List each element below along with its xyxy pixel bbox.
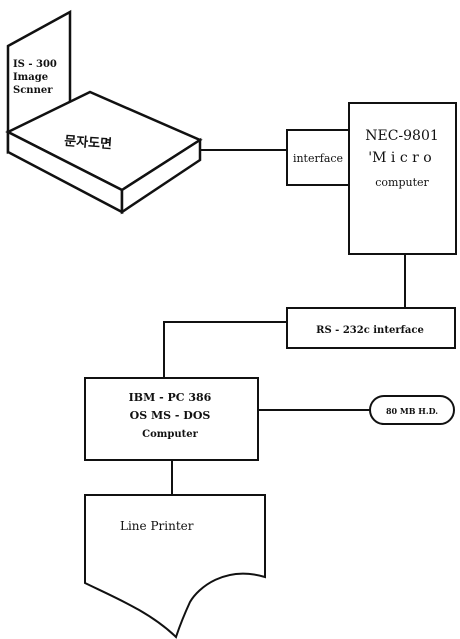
interface-label: interface (293, 152, 343, 165)
scanner-type-label: Image (13, 72, 48, 83)
ibm-pc-box (84, 377, 259, 461)
line-printer-label: Line Printer (120, 519, 194, 533)
scanner-name-label: Scnner (13, 85, 53, 96)
nec-micro-label: 'M i c r o (368, 150, 431, 166)
ibm-model-label: IBM - PC 386 (129, 391, 212, 404)
hard-disk-oval (369, 395, 455, 425)
rs232-label: RS - 232c interface (316, 325, 424, 336)
ibm-computer-label: Computer (142, 429, 198, 440)
nec-model-label: NEC-9801 (365, 128, 439, 144)
rs232-to-ibm-line (163, 321, 287, 378)
image-scanner (5, 9, 203, 215)
scanner-base-side (120, 137, 202, 215)
scanner-model-label: IS - 300 (13, 59, 57, 70)
line-printer-shape (84, 494, 266, 639)
interface-box (286, 129, 350, 186)
rs232-interface-box (286, 307, 456, 349)
nec-computer-box (348, 102, 457, 255)
ibm-os-label: OS MS - DOS (130, 409, 211, 422)
hard-disk-label: 80 MB H.D. (386, 406, 438, 416)
scanner-document-label: 문자도면 (64, 133, 113, 152)
nec-computer-label: computer (375, 176, 429, 189)
